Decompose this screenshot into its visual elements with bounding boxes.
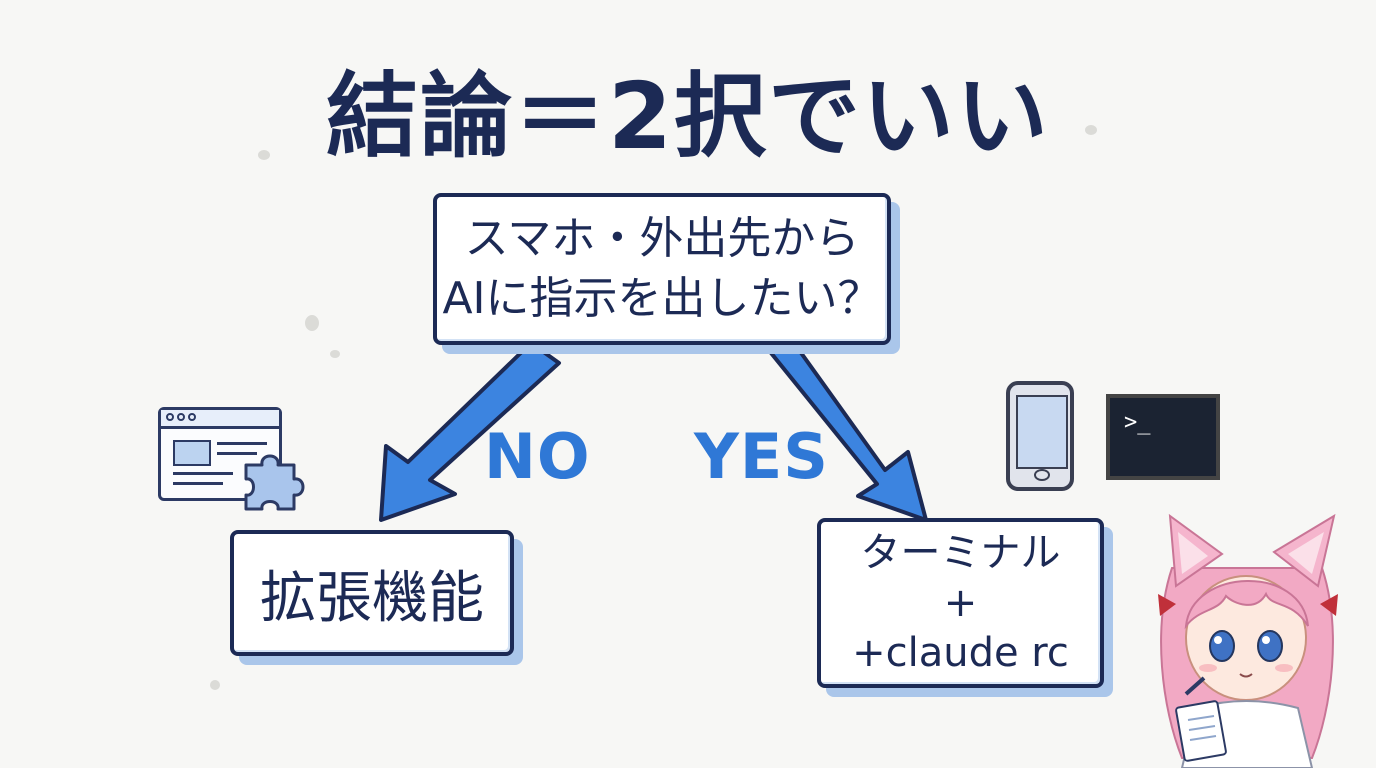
question-line-1: スマホ・外出先から [464, 213, 860, 264]
paper-speck [258, 150, 270, 160]
window-dot-icon [177, 413, 185, 421]
question-line-2: AIに指示を出したい？ [442, 273, 882, 324]
page-title: 結論＝2択でいい [325, 63, 1050, 170]
puzzle-piece-icon [244, 454, 305, 511]
branch-label-no: NO [484, 420, 591, 493]
result-box-no: 拡張機能 [230, 530, 514, 656]
terminal-prompt: >_ [1124, 410, 1151, 435]
arrow-yes [761, 341, 928, 522]
branch-label-yes: YES [694, 420, 829, 493]
mascot-illustration [1158, 513, 1338, 768]
window-dot-icon [166, 413, 174, 421]
paper-speck [330, 350, 340, 358]
result-box-yes: ターミナル + +claude rc [817, 518, 1104, 688]
result-yes-line-3: +claude rc [852, 630, 1069, 676]
terminal-icon: >_ [1106, 394, 1220, 480]
result-no-label: 拡張機能 [260, 565, 484, 631]
paper-speck [305, 315, 319, 331]
arrow-no [379, 341, 561, 522]
question-box: スマホ・外出先から AIに指示を出したい？ [433, 193, 891, 345]
paper-speck [1085, 125, 1097, 135]
window-dot-icon [188, 413, 196, 421]
smartphone-icon [1006, 381, 1074, 491]
paper-speck [210, 680, 220, 690]
result-yes-line-1: ターミナル [860, 530, 1061, 576]
result-yes-line-2: + [943, 580, 978, 626]
